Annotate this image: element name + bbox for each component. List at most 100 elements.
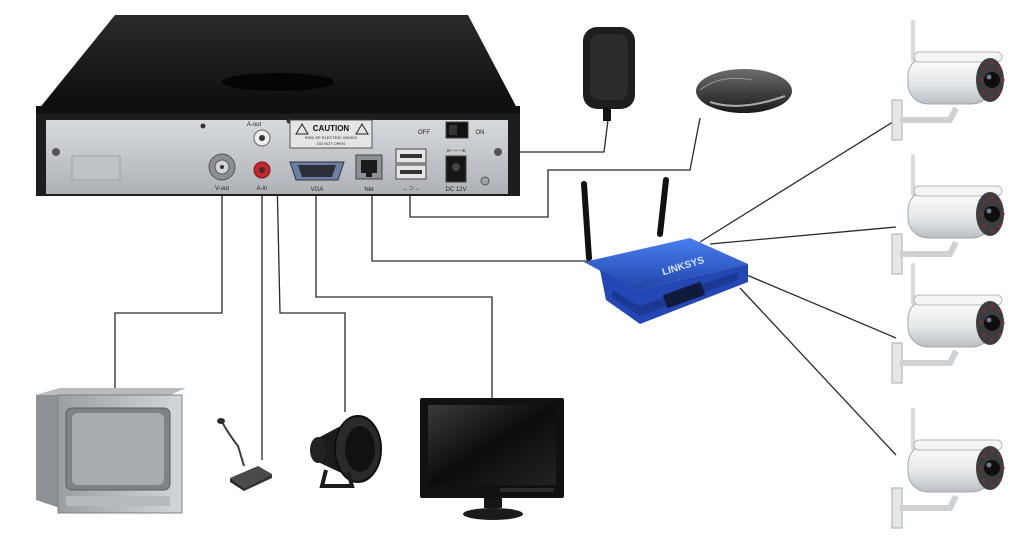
port-label-aout: A-out (247, 122, 262, 128)
dvr-rear-plate (46, 120, 508, 194)
camera-sunshield (913, 294, 1003, 306)
ir-led-icon (982, 478, 986, 482)
dvr-recorder: V-out A-out A-in CAUTION RISK OF ELECTRI… (36, 15, 520, 196)
cable-router-to-camera-4 (739, 287, 897, 456)
ir-led-icon (990, 338, 994, 342)
mic-gooseneck (221, 421, 245, 467)
computer-mouse (696, 69, 792, 113)
crt-side (36, 388, 60, 508)
dvr-front-edge (36, 106, 520, 116)
mic-base (230, 466, 272, 488)
speaker-bracket (319, 469, 355, 488)
port-label-usb: ←⊃→ (402, 186, 419, 192)
camera-bracket-arm (900, 349, 959, 366)
cable-vout-to-crt (114, 190, 223, 390)
dvr-fan-grille (71, 155, 121, 181)
ir-led-icon (990, 229, 994, 233)
ir-led-icon (982, 66, 986, 70)
microphone (217, 418, 272, 491)
crt-top (36, 388, 186, 395)
camera-lens-icon (984, 72, 1000, 88)
ir-led-icon (979, 466, 983, 470)
lcd-stand-neck (484, 498, 502, 508)
ir-led-icon (998, 200, 1002, 204)
ir-led-icon (998, 333, 1002, 337)
ir-led-icon (982, 309, 986, 313)
camera-lens-icon (984, 460, 1000, 476)
ip-camera-4 (891, 408, 1005, 529)
camera-bracket-arm (900, 494, 959, 511)
ir-led-icon (979, 212, 983, 216)
port-label-vout: V-out (215, 186, 229, 192)
dc-polarity-label: ⊖—○—⊕ (446, 148, 465, 153)
ir-led-icon (1001, 212, 1005, 216)
camera-bracket-arm (900, 240, 959, 257)
ip-camera-3 (891, 263, 1005, 384)
ir-led-icon (998, 478, 1002, 482)
ir-led-icon (982, 200, 986, 204)
adapter-cable-sleeve (603, 107, 611, 121)
ir-led-icon (982, 333, 986, 337)
cable-router-to-camera-1 (699, 119, 897, 243)
mic-head (217, 418, 225, 424)
cable-aout-to-speaker (275, 129, 346, 412)
port-label-ain: A-in (257, 186, 268, 192)
cable-usb-to-mouse (409, 117, 701, 218)
crt-control-strip (66, 496, 170, 506)
camera-lens-icon (984, 206, 1000, 222)
screw-icon (52, 148, 60, 156)
ir-led-icon (982, 454, 986, 458)
ir-led-icon (998, 66, 1002, 70)
ir-led-icon (1001, 466, 1005, 470)
caution-title: CAUTION (313, 124, 350, 133)
camera-sunshield (913, 185, 1003, 197)
ip-camera-2 (891, 154, 1005, 275)
router-antenna-right (657, 177, 669, 237)
siren-speaker (310, 415, 382, 488)
ir-led-icon (990, 483, 994, 487)
router-top (584, 238, 748, 290)
ir-led-icon (990, 449, 994, 453)
dvr-top-cover (38, 15, 518, 110)
port-label-dc: DC 12V (445, 187, 466, 193)
screw-icon (494, 148, 502, 156)
cables (114, 117, 897, 460)
router-status-panel (662, 281, 706, 309)
ip-camera-1 (891, 20, 1005, 141)
power-adapter (583, 27, 635, 121)
crt-monitor (36, 388, 186, 514)
port-label-vga: VGA (311, 187, 324, 193)
camera-lens-icon (984, 315, 1000, 331)
ir-led-icon (982, 224, 986, 228)
camera-sunshield (913, 51, 1003, 63)
switch-label-on: ON (476, 130, 485, 136)
lcd-monitor (420, 398, 564, 520)
lcd-stand-base (463, 508, 523, 520)
camera-sunshield (913, 439, 1003, 451)
lcd-control-strip (500, 488, 554, 492)
dvr-top-vent (222, 73, 334, 91)
ir-led-icon (998, 454, 1002, 458)
caution-line-1: RISK OF ELECTRIC SHOCK (305, 135, 358, 140)
warning-icon (355, 123, 369, 135)
ir-led-icon (990, 95, 994, 99)
router-antenna-left (581, 181, 592, 261)
ir-led-icon (998, 90, 1002, 94)
ground-screw-icon (480, 176, 490, 186)
lcd-screen (428, 405, 556, 485)
wireless-router: LINKSYS (581, 177, 748, 324)
caution-line-2: DO NOT OPEN (317, 141, 345, 146)
cable-router-to-camera-3 (741, 272, 897, 339)
ir-led-icon (979, 321, 983, 325)
ir-led-icon (998, 224, 1002, 228)
screw-icon (200, 123, 206, 129)
ir-led-icon (979, 78, 983, 82)
ir-led-icon (998, 309, 1002, 313)
ir-led-icon (1001, 321, 1005, 325)
port-label-net: Net (364, 187, 374, 193)
ir-led-icon (982, 90, 986, 94)
switch-label-off: OFF (418, 130, 430, 136)
warning-icon (295, 123, 309, 135)
camera-bracket-arm (900, 106, 959, 123)
